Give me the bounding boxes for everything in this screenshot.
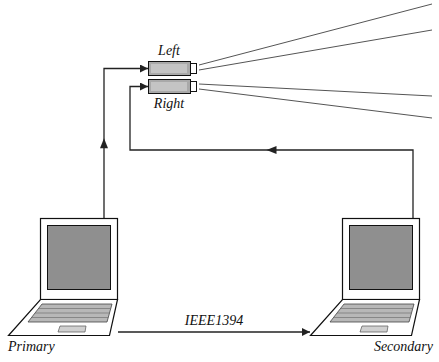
- node-label: Right: [148, 96, 190, 112]
- signal-arrow: [104, 69, 148, 219]
- laptop-computer: Secondary: [310, 218, 420, 336]
- laptop-computer: Primary: [8, 218, 118, 336]
- laptop-symbol: [8, 218, 118, 336]
- laptop-touchpad: [360, 326, 388, 332]
- laptop-keyboard: [330, 304, 414, 322]
- camera-symbol: [148, 61, 197, 76]
- keyboard-keys: [32, 309, 111, 318]
- laptop-base: [311, 300, 420, 336]
- edge-group: [100, 69, 148, 219]
- signal-arrow: [118, 331, 310, 332]
- laptop-keyboard: [28, 304, 112, 322]
- node-label: Secondary: [310, 339, 433, 355]
- node-label: Primary: [8, 339, 118, 355]
- camera-box: Right: [148, 79, 197, 94]
- laptop-touchpad: [58, 326, 86, 332]
- edge-group: [118, 332, 310, 333]
- view-line: [199, 4, 432, 65]
- camera-shade: [151, 64, 187, 73]
- camera-body: [149, 80, 191, 94]
- view-line: [199, 89, 432, 118]
- camera-symbol: [148, 79, 197, 94]
- signal-arrow: [130, 87, 413, 219]
- view-line: [199, 30, 432, 70]
- laptop-lid: [41, 219, 118, 300]
- mid-arrowhead: [100, 138, 108, 148]
- edge-group: [130, 87, 413, 219]
- camera-lens: [191, 64, 197, 74]
- laptop-screen: [48, 226, 111, 290]
- mid-arrowhead: [267, 146, 277, 154]
- node-label: Left: [148, 43, 190, 59]
- view-line: [199, 84, 432, 96]
- laptop-base: [9, 300, 118, 336]
- laptop-symbol: [310, 218, 420, 336]
- keyboard-keys: [334, 309, 413, 318]
- edge-label: IEEE1394: [183, 313, 245, 329]
- camera-lens: [191, 82, 197, 92]
- camera-body: [149, 62, 191, 76]
- camera-shade: [151, 82, 187, 91]
- laptop-screen: [350, 226, 413, 290]
- camera-box: Left: [148, 61, 197, 76]
- laptop-lid: [343, 219, 420, 300]
